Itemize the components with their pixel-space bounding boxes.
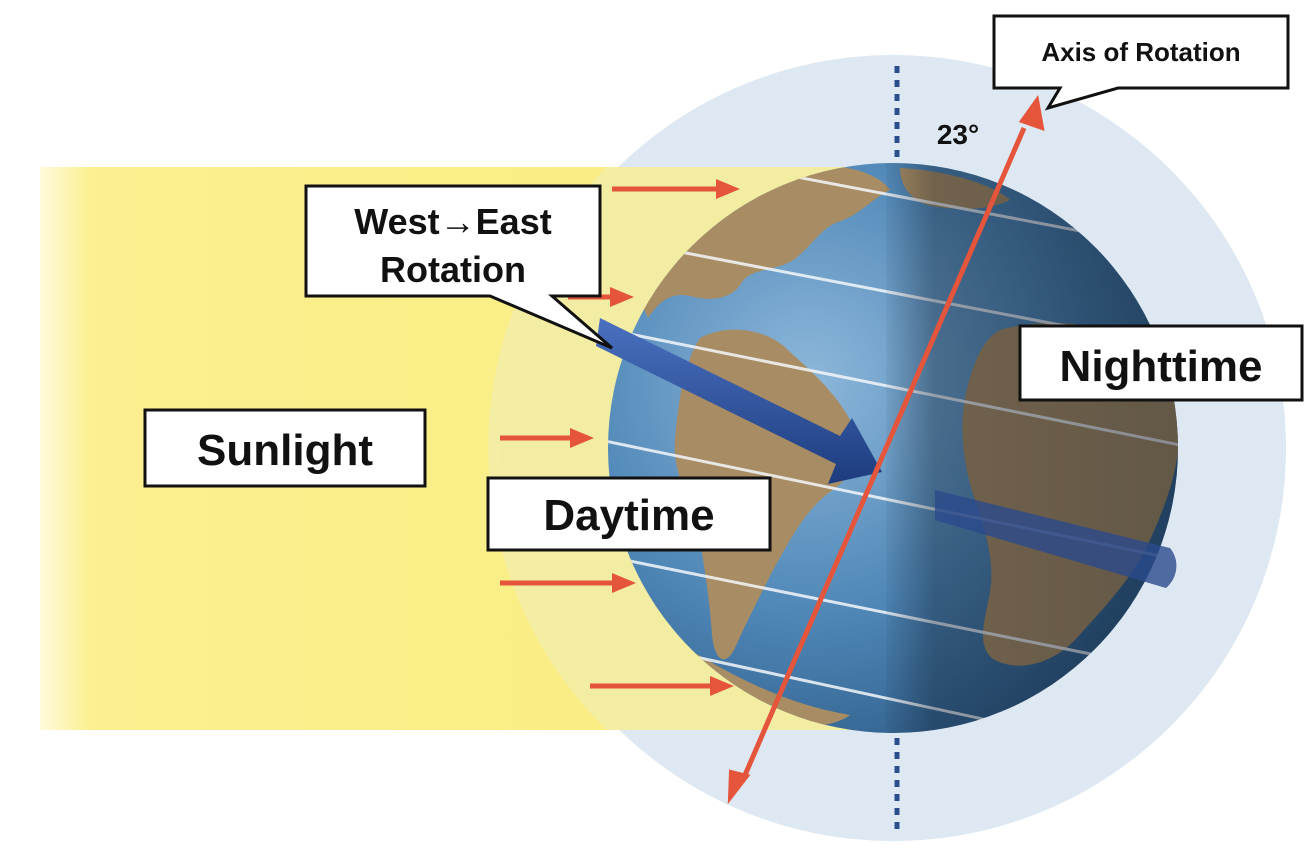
rotation-direction-callout: West→East Rotation [304, 184, 613, 350]
rotation-direction-label-line2: Rotation [380, 249, 526, 290]
sun-ray-arrow [500, 428, 594, 448]
sun-ray-arrow [590, 676, 734, 696]
sunlight-label: Sunlight [197, 426, 373, 475]
sunlight-label-box: Sunlight [143, 408, 427, 488]
rotation-band-front [596, 318, 882, 484]
nighttime-label: Nighttime [1060, 342, 1263, 391]
daytime-label-box: Daytime [486, 476, 772, 552]
antarctica-landmass [690, 650, 850, 727]
nighttime-label-box: Nighttime [1018, 324, 1304, 402]
axis-of-rotation-label: Axis of Rotation [1041, 37, 1240, 67]
axis-of-rotation-callout: Axis of Rotation [992, 14, 1290, 111]
rotation-band-back [935, 490, 1177, 588]
tilt-angle-label: 23° [937, 119, 979, 150]
daytime-label: Daytime [543, 491, 714, 540]
sun-ray-arrow [500, 573, 636, 593]
rotation-direction-label-line1: West→East [354, 201, 551, 242]
sun-ray-arrow [612, 179, 740, 199]
axis-of-rotation-arrow [727, 94, 1045, 805]
sun-rays [500, 179, 740, 696]
